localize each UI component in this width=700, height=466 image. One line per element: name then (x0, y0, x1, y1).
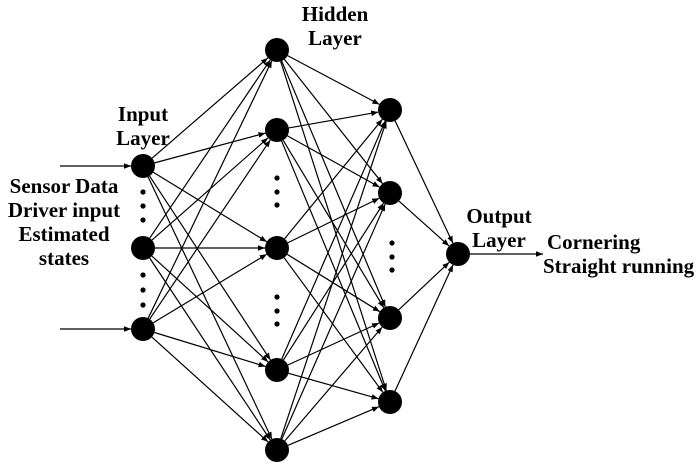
output-label-cornering: Cornering (547, 230, 641, 254)
connection-l2-n0-to-n0 (394, 120, 454, 244)
hidden-1-node-0 (265, 38, 289, 62)
connection-l0-n2-to-n0 (147, 60, 273, 319)
connection-l2-n2-to-n0 (398, 261, 450, 311)
neurons (131, 38, 470, 462)
connection-l1-n4-to-n2 (284, 326, 383, 442)
input-label-estimated: Estimated (18, 222, 110, 246)
input-node-1 (131, 236, 155, 260)
connection-l1-n0-to-n1 (283, 59, 384, 184)
connection-l1-n2-to-n2 (286, 253, 381, 313)
connection-l1-n1-to-n0 (288, 110, 379, 129)
hidden-1-node-2 (265, 236, 289, 260)
ellipsis-dot-3-1 (274, 308, 280, 314)
hidden-2-node-1 (378, 181, 402, 205)
connection-l0-n0-to-n4 (147, 176, 273, 440)
connection-l0-n2-to-n2 (152, 253, 268, 324)
ellipsis-dot-0-0 (140, 189, 146, 195)
hidden-1-node-3 (265, 358, 289, 382)
hidden-1-node-4 (265, 438, 289, 462)
ellipsis-dot-4-2 (389, 267, 395, 273)
hidden-2-node-3 (378, 390, 402, 414)
connection-l1-n0-to-n3 (280, 61, 387, 391)
input-layer-title: Input Layer (103, 102, 183, 150)
connection-l1-n4-to-n1 (281, 203, 386, 440)
input-label-driver-input: Driver input (7, 198, 121, 222)
connection-l0-n0-to-n2 (152, 171, 268, 243)
hidden-2-node-0 (378, 98, 402, 122)
connection-l0-n1-to-n0 (149, 59, 271, 239)
connection-l2-n1-to-n0 (398, 200, 450, 247)
input-layer-title-line1: Input (117, 102, 169, 126)
connections (147, 55, 454, 446)
connection-l1-n2-to-n0 (284, 118, 383, 240)
connection-l1-n3-to-n0 (281, 120, 386, 360)
ellipsis-dots (140, 175, 395, 327)
input-label-sensor-data: Sensor Data (9, 174, 119, 198)
connection-l1-n1-to-n2 (282, 139, 385, 309)
ellipsis-dot-4-1 (389, 254, 395, 260)
connection-l1-n4-to-n3 (287, 406, 380, 446)
ellipsis-dot-1-0 (140, 272, 146, 278)
hidden-2-node-2 (378, 306, 402, 330)
input-label-states: states (38, 246, 90, 270)
output-label-straight-running: Straight running (543, 254, 695, 278)
ellipsis-dot-2-0 (274, 175, 280, 181)
output-layer-title-line2: Layer (472, 228, 526, 252)
connection-l2-n3-to-n0 (394, 264, 454, 392)
connection-l0-n2-to-n1 (149, 139, 271, 320)
ellipsis-dot-1-1 (140, 287, 146, 293)
ellipsis-dot-2-2 (274, 202, 280, 208)
connection-l1-n3-to-n3 (288, 372, 379, 400)
ellipsis-dot-1-2 (140, 302, 146, 308)
connection-l1-n2-to-n3 (283, 257, 384, 393)
output-layer-title-line1: Output (466, 204, 532, 228)
connection-l1-n1-to-n1 (287, 135, 380, 188)
connection-l0-n1-to-n3 (151, 255, 269, 363)
ellipsis-dot-2-1 (274, 189, 280, 195)
external-arrows (60, 163, 543, 332)
connection-l1-n0-to-n0 (287, 55, 380, 105)
hidden-layer-title-line1: Hidden (301, 2, 369, 26)
ellipsis-dot-3-2 (274, 321, 280, 327)
ellipsis-dot-0-2 (140, 217, 146, 223)
input-descriptions: Sensor Data Driver input Estimated state… (0, 174, 128, 270)
input-node-2 (131, 317, 155, 341)
connection-l0-n0-to-n0 (151, 57, 269, 159)
connection-l1-n4-to-n0 (280, 121, 387, 439)
connection-l0-n2-to-n3 (154, 331, 266, 368)
hidden-layer-title-line2: Layer (308, 26, 362, 50)
connection-l1-n1-to-n3 (281, 140, 386, 392)
input-node-0 (131, 154, 155, 178)
connection-l1-n2-to-n1 (287, 197, 380, 244)
hidden-1-node-1 (265, 118, 289, 142)
input-layer-title-line2: Layer (116, 126, 170, 150)
connection-l0-n2-to-n4 (151, 336, 269, 443)
output-node-0 (446, 242, 470, 266)
connection-l1-n0-to-n2 (281, 60, 386, 308)
ellipsis-dot-0-1 (140, 203, 146, 209)
output-descriptions: Cornering Straight running (543, 230, 700, 278)
connection-l0-n0-to-n3 (149, 175, 271, 361)
ellipsis-dot-3-0 (274, 294, 280, 300)
output-layer-title: Output Layer (454, 204, 544, 252)
connection-l1-n3-to-n2 (287, 322, 380, 366)
ellipsis-dot-4-0 (389, 240, 395, 246)
hidden-layer-title: Hidden Layer (290, 2, 380, 50)
